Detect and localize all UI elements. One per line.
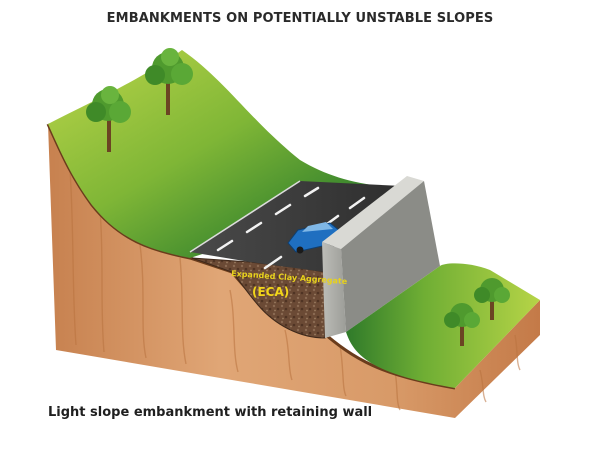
road [190, 181, 402, 272]
tree-upper-left [86, 86, 131, 152]
soil-block [48, 124, 540, 418]
tree-lower-left [444, 303, 480, 346]
road-edge [189, 180, 301, 253]
soil-striations [69, 169, 521, 411]
diagram-title: EMBANKMENTS ON POTENTIALLY UNSTABLE SLOP… [106, 11, 494, 26]
eca-fill [191, 257, 326, 339]
tree-lower-right [474, 278, 510, 320]
tree-upper-right [145, 48, 193, 115]
eca-abbreviation: (ECA) [252, 285, 289, 299]
diagram-caption: Light slope embankment with retaining wa… [48, 405, 373, 420]
retaining-wall [322, 176, 440, 338]
